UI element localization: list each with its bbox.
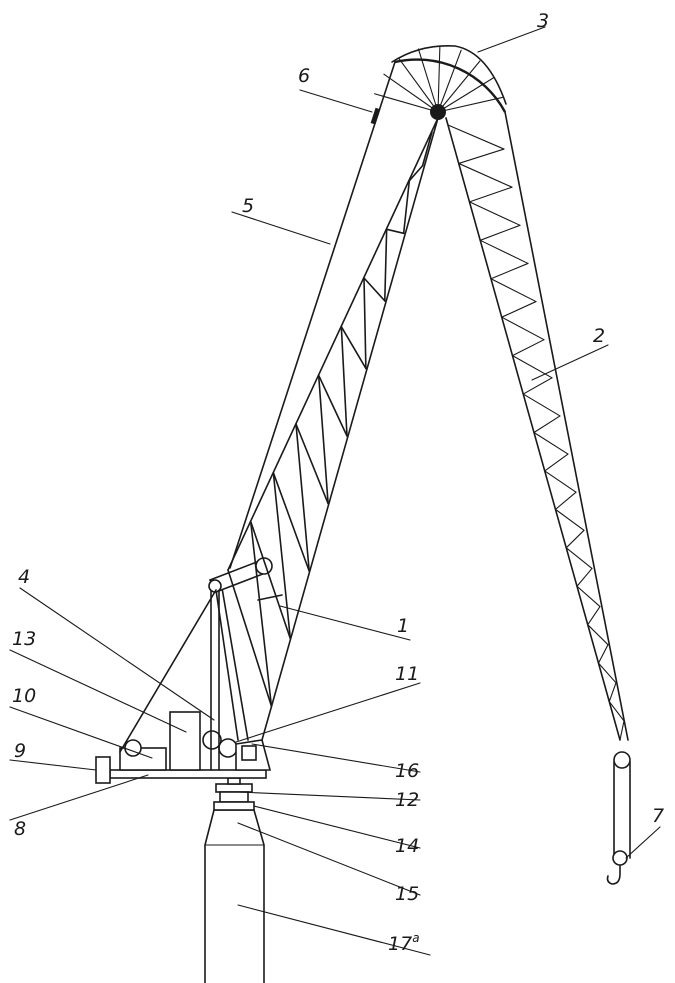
fly-jib-brace — [587, 606, 601, 626]
counterweight — [95, 756, 111, 784]
main-jib-brace — [383, 228, 388, 302]
main-jib-brace — [249, 520, 292, 640]
luffing-rope — [229, 61, 396, 569]
callout-8: 8 — [14, 818, 26, 840]
fly-jib-brace — [597, 662, 617, 684]
fly-jib-brace — [554, 491, 577, 510]
callout-15: 15 — [395, 883, 419, 905]
fly-jib-brace — [468, 201, 521, 226]
callout-10: 10 — [12, 685, 36, 707]
fly-jib-brace — [544, 470, 577, 493]
fly-jib-brace — [565, 547, 593, 569]
platform — [109, 769, 267, 779]
main-jib-brace — [363, 277, 386, 302]
callout-12: 12 — [395, 789, 419, 811]
fly-jib-brace — [554, 508, 585, 531]
callout-2: 2 — [593, 325, 605, 347]
callout-labels: 3 6 5 2 1 4 13 10 9 8 11 16 12 14 15 17a… — [12, 10, 664, 955]
callout-11: 11 — [395, 663, 419, 685]
fly-jib-brace — [501, 316, 545, 341]
callout-13: 13 — [12, 628, 36, 650]
sheave-spoke — [437, 49, 462, 113]
slewing-ring — [213, 777, 255, 811]
jib-head-sheave — [374, 45, 507, 120]
machinery-house — [169, 711, 201, 771]
main-jib-brace — [340, 325, 367, 370]
operator-cabin — [235, 739, 272, 771]
main-jib-brace — [402, 179, 411, 235]
fly-jib-brace — [608, 682, 617, 703]
callout-7: 7 — [652, 805, 664, 827]
fly-jib-brace — [565, 529, 585, 549]
main-jib-brace — [408, 164, 424, 182]
main-jib — [227, 117, 439, 741]
main-jib-brace — [272, 471, 292, 640]
winch — [119, 739, 167, 771]
fly-jib-brace — [522, 377, 553, 395]
main-jib-brace — [421, 131, 433, 167]
fly-jib-brace — [511, 339, 545, 357]
sheave-spoke — [383, 73, 439, 113]
callout-4: 4 — [18, 566, 30, 588]
main-jib-brace — [249, 520, 273, 708]
callout-16: 16 — [395, 760, 419, 782]
fly-jib-brace — [619, 720, 625, 741]
fly-jib-brace — [533, 415, 561, 434]
main-jib-brace — [272, 471, 311, 572]
fly-jib-brace — [490, 278, 537, 303]
fly-jib-brace — [458, 148, 505, 164]
callout-9: 9 — [14, 740, 26, 762]
a-frame — [208, 557, 273, 771]
fly-jib-brace — [458, 162, 513, 188]
sheave-spoke — [437, 45, 441, 113]
callout-17: 17a — [388, 931, 420, 955]
fly-jib-brace — [587, 624, 609, 646]
hook-block — [606, 751, 631, 885]
main-jib-brace — [340, 325, 348, 437]
main-jib-brace — [295, 423, 311, 572]
fly-jib-brace — [576, 567, 593, 587]
callout-3: 3 — [537, 10, 549, 32]
callout-1: 1 — [397, 615, 409, 637]
fly-jib-brace — [479, 224, 521, 241]
fly-jib-brace — [468, 186, 513, 203]
sheave-spoke — [437, 76, 495, 113]
callout-14: 14 — [395, 835, 419, 857]
callout-5: 5 — [242, 195, 254, 217]
fly-jib-brace — [576, 585, 601, 608]
fly-jib — [445, 111, 629, 741]
sheave-spoke — [437, 96, 503, 113]
sheave-spoke — [398, 58, 439, 113]
sheave-spoke — [374, 93, 439, 113]
fly-jib-brace — [544, 453, 569, 472]
fly-jib-brace — [447, 124, 505, 150]
tower — [204, 809, 265, 983]
sheave-spoke — [437, 60, 481, 113]
hoist-drums — [202, 730, 238, 758]
leader-lines — [9, 26, 661, 956]
main-jib-brace — [227, 569, 273, 708]
main-jib-brace — [317, 374, 348, 437]
main-jib-brace — [295, 423, 329, 505]
fly-jib-brace — [533, 431, 569, 455]
main-jib-brace — [363, 277, 367, 370]
fly-jib-brace — [490, 262, 529, 280]
fly-jib-brace — [597, 644, 609, 664]
back-stay — [119, 589, 217, 753]
fly-jib-lattice — [447, 124, 625, 741]
rope-marker — [370, 107, 381, 125]
fly-jib-brace — [608, 701, 625, 722]
sheave-spoke — [417, 48, 439, 113]
callout-6: 6 — [298, 65, 310, 87]
fly-jib-brace — [522, 393, 561, 417]
fly-jib-brace — [501, 301, 537, 318]
main-jib-lattice — [227, 131, 433, 708]
fly-jib-brace — [479, 239, 529, 264]
main-jib-brace — [385, 228, 405, 235]
main-jib-brace — [317, 374, 329, 505]
